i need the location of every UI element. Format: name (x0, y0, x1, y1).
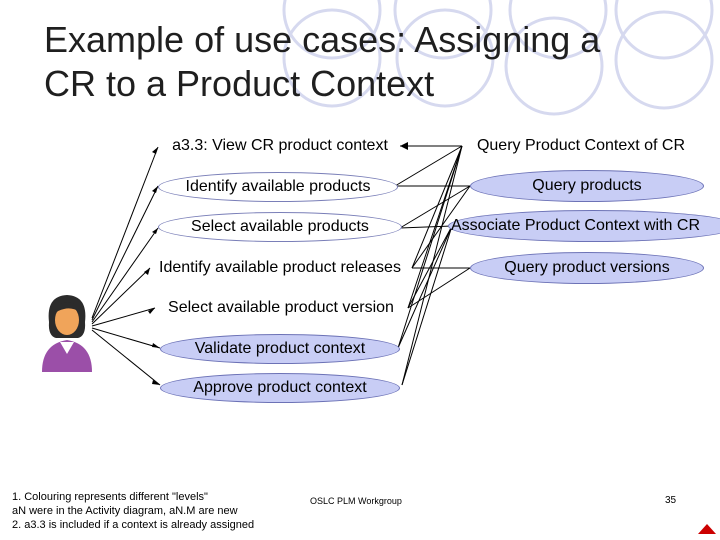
use-case-identify-available-product-releases[interactable]: Identify available product releases (140, 254, 420, 282)
use-case-label: Associate Product Context with CR (451, 217, 700, 234)
use-case-label: Query Product Context of CR (476, 137, 686, 154)
slide-title: Example of use cases: Assigning a CR to … (44, 18, 684, 106)
use-case-view-cr-product-context[interactable]: a3.3: View CR product context (156, 132, 404, 160)
person-actor-icon (42, 295, 92, 372)
page-number: 35 (665, 495, 677, 506)
use-case-approve-product-context[interactable]: Approve product context (160, 373, 400, 403)
use-case-label: Select available products (191, 218, 369, 235)
use-case-label: Identify available product releases (159, 259, 401, 276)
use-case-label: Identify available products (185, 178, 371, 195)
use-case-label: a3.3: View CR product context (172, 137, 388, 154)
note-line-2: aN were in the Activity diagram, aN.M ar… (12, 505, 238, 517)
title-line-2: CR to a Product Context (44, 63, 435, 104)
triangle-icon (698, 524, 716, 534)
use-case-label: Select available product version (168, 299, 394, 316)
use-case-identify-available-products[interactable]: Identify available products (158, 172, 398, 202)
use-case-select-available-product-version[interactable]: Select available product version (148, 294, 414, 322)
use-case-label: Query products (532, 177, 642, 194)
use-case-query-product-context-of-cr[interactable]: Query Product Context of CR (458, 132, 704, 160)
use-case-label: Validate product context (194, 340, 366, 357)
note-line-1: 1. Colouring represents different "level… (12, 491, 208, 503)
use-case-query-product-versions[interactable]: Query product versions (470, 252, 704, 284)
slide-notes: 1. Colouring represents different "level… (12, 490, 254, 532)
use-case-validate-product-context[interactable]: Validate product context (160, 334, 400, 364)
footer-workgroup: OSLC PLM Workgroup (310, 496, 402, 506)
use-case-label: Query product versions (504, 259, 670, 276)
use-case-associate-product-context-with-cr[interactable]: Associate Product Context with CR (448, 210, 720, 242)
use-case-select-available-products[interactable]: Select available products (158, 212, 402, 242)
use-case-query-products[interactable]: Query products (470, 170, 704, 202)
use-case-label: Approve product context (193, 379, 367, 396)
note-line-3: 2. a3.3 is included if a context is alre… (12, 519, 255, 531)
title-line-1: Example of use cases: Assigning a (44, 19, 601, 60)
